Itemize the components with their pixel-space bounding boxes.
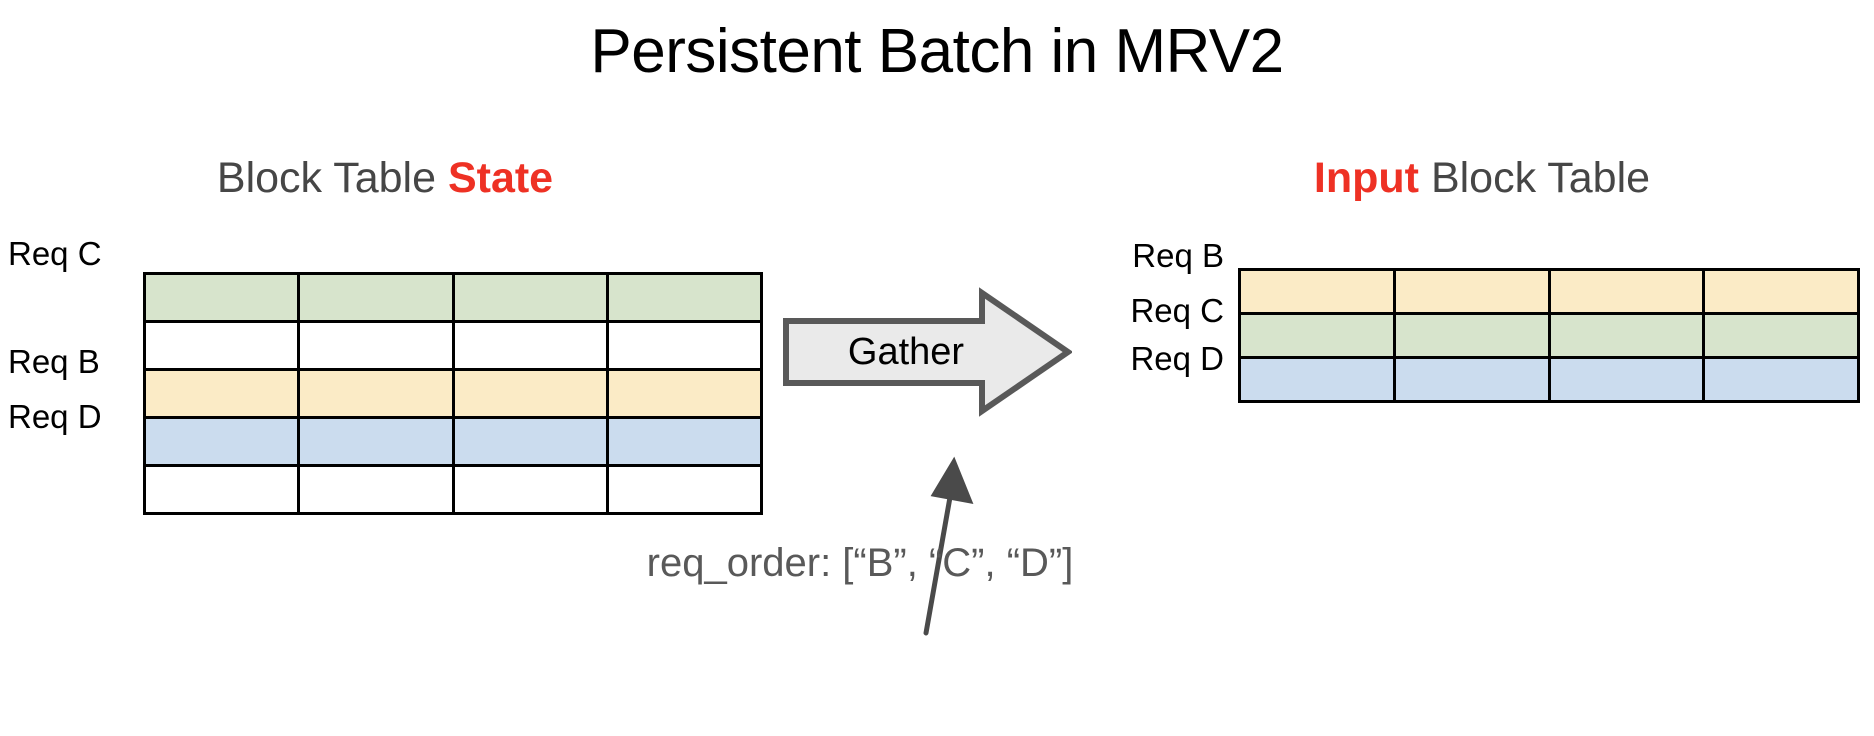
page-title: Persistent Batch in MRV2 bbox=[590, 17, 1284, 86]
state-cell bbox=[297, 464, 455, 515]
input-cell bbox=[1392, 268, 1551, 315]
input-cell bbox=[1702, 268, 1860, 315]
state-cell bbox=[451, 416, 609, 467]
state-row-label-req-c: Req C bbox=[8, 235, 102, 272]
input-block-table bbox=[1238, 268, 1860, 403]
heading-left-plain: Block Table bbox=[216, 154, 448, 202]
input-cell bbox=[1702, 356, 1860, 403]
heading-right-accent: Input bbox=[1313, 154, 1419, 202]
state-cell bbox=[297, 368, 455, 419]
table-row bbox=[1238, 356, 1860, 403]
state-cell bbox=[297, 416, 455, 467]
state-cell bbox=[451, 272, 609, 323]
state-cell bbox=[142, 368, 301, 419]
table-row bbox=[142, 272, 764, 323]
state-cell bbox=[605, 368, 764, 419]
state-cell bbox=[451, 368, 609, 419]
req-order-pointer-arrow-icon bbox=[923, 456, 974, 636]
state-cell bbox=[605, 416, 764, 467]
state-cell bbox=[451, 320, 609, 371]
state-cell bbox=[605, 320, 764, 371]
input-table-body bbox=[1238, 268, 1860, 403]
heading-left-accent: State bbox=[447, 154, 554, 202]
input-row-label-req-d: Req D bbox=[1130, 340, 1224, 377]
table-row bbox=[142, 368, 764, 419]
state-row-label-req-d: Req D bbox=[8, 398, 102, 435]
state-cell bbox=[297, 320, 455, 371]
input-row-label-req-b: Req B bbox=[1132, 237, 1224, 274]
table-row bbox=[142, 320, 764, 371]
input-cell bbox=[1392, 312, 1551, 359]
table-row bbox=[1238, 268, 1860, 315]
input-cell bbox=[1238, 312, 1396, 359]
input-cell bbox=[1238, 356, 1396, 403]
state-cell bbox=[605, 464, 764, 515]
req-order-caption: req_order: [“B”, “C”, “D”] bbox=[646, 541, 1074, 585]
state-cell bbox=[605, 272, 764, 323]
state-cell bbox=[451, 464, 609, 515]
state-block-table bbox=[142, 272, 764, 515]
state-cell bbox=[142, 320, 301, 371]
state-table-body bbox=[142, 272, 764, 515]
input-cell bbox=[1702, 312, 1860, 359]
state-cell bbox=[142, 272, 301, 323]
input-cell bbox=[1392, 356, 1551, 403]
gather-arrow-icon bbox=[783, 287, 1072, 417]
table-row bbox=[142, 416, 764, 467]
table-row bbox=[1238, 312, 1860, 359]
state-cell bbox=[142, 464, 301, 515]
state-row-label-req-b: Req B bbox=[8, 343, 100, 380]
input-cell bbox=[1547, 312, 1706, 359]
state-cell bbox=[142, 416, 301, 467]
input-cell bbox=[1547, 268, 1706, 315]
heading-right-plain: Block Table bbox=[1419, 154, 1651, 202]
input-cell bbox=[1238, 268, 1396, 315]
state-cell bbox=[297, 272, 455, 323]
table-row bbox=[142, 464, 764, 515]
input-cell bbox=[1547, 356, 1706, 403]
block-table-state-heading: Block Table State bbox=[0, 152, 770, 204]
input-block-table-heading: Input Block Table bbox=[1090, 152, 1874, 204]
input-row-label-req-c: Req C bbox=[1130, 292, 1224, 329]
